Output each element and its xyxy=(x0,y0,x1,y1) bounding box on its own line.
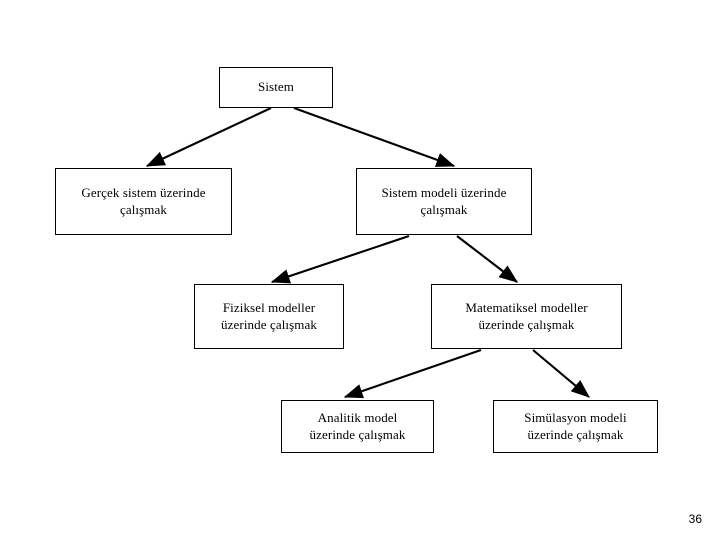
node-matematiksel-modeller-label: Matematiksel modeller üzerinde çalışmak xyxy=(465,299,588,332)
node-analitik-model-uzerinde-calismak[interactable]: Analitik model üzerinde çalışmak xyxy=(281,400,434,453)
node-sistem[interactable]: Sistem xyxy=(219,67,333,108)
node-fiziksel-modeller-uzerinde-calismak[interactable]: Fiziksel modeller üzerinde çalışmak xyxy=(194,284,344,349)
edge-math-to-sim xyxy=(532,349,590,398)
page-number: 36 xyxy=(688,512,702,526)
node-gercek-sistem-uzerinde-calismak[interactable]: Gerçek sistem üzerinde çalışmak xyxy=(55,168,232,235)
node-gercek-sistem-label: Gerçek sistem üzerinde çalışmak xyxy=(81,184,206,217)
edge-root-to-model xyxy=(293,107,456,167)
node-sistem-modeli-label: Sistem modeli üzerinde çalışmak xyxy=(381,184,507,217)
edge-math-to-analytic xyxy=(343,349,482,399)
node-simulasyon-modeli-label: Simülasyon modeli üzerinde çalışmak xyxy=(524,409,627,442)
node-sistem-label: Sistem xyxy=(258,79,294,95)
node-sistem-modeli-uzerinde-calismak[interactable]: Sistem modeli üzerinde çalışmak xyxy=(356,168,532,235)
node-analitik-model-label: Analitik model üzerinde çalışmak xyxy=(309,409,406,442)
node-fiziksel-modeller-label: Fiziksel modeller üzerinde çalışmak xyxy=(221,299,317,332)
node-matematiksel-modeller-uzerinde-calismak[interactable]: Matematiksel modeller üzerinde çalışmak xyxy=(431,284,622,349)
edge-model-to-math xyxy=(456,235,518,283)
edge-model-to-physical xyxy=(270,235,410,284)
node-simulasyon-modeli-uzerinde-calismak[interactable]: Simülasyon modeli üzerinde çalışmak xyxy=(493,400,658,453)
edge-root-to-real xyxy=(145,107,272,167)
